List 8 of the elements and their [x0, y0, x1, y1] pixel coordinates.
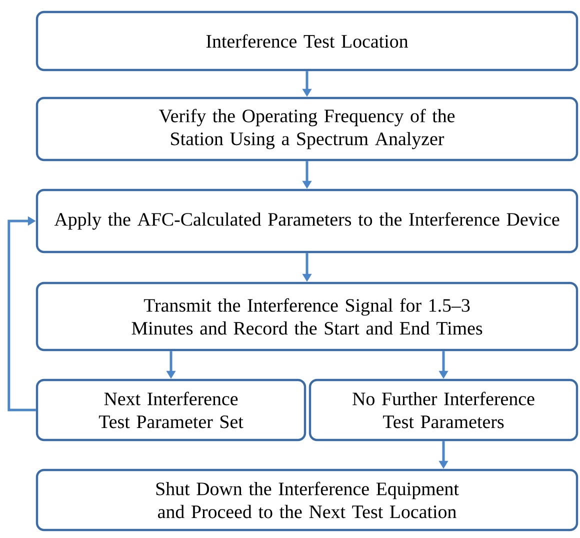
process-box: Verify the Operating Frequency of the Station Using a Spectrum Analyzer — [36, 96, 578, 162]
process-box: Transmit the Interference Signal for 1.5–3 Minutes and Record the Start and End Times — [36, 282, 578, 352]
process-box: No Further Interference Test Parameters — [308, 378, 578, 442]
process-box: Interference Test Location — [36, 10, 578, 72]
process-box: Shut Down the Interference Equipment and Proceed to the Next Test Location — [36, 468, 578, 532]
arrow — [8, 216, 36, 412]
process-box: Next Interference Test Parameter Set — [36, 378, 306, 442]
process-box: Apply the AFC-Calculated Parameters to the Interference Device — [36, 188, 578, 254]
